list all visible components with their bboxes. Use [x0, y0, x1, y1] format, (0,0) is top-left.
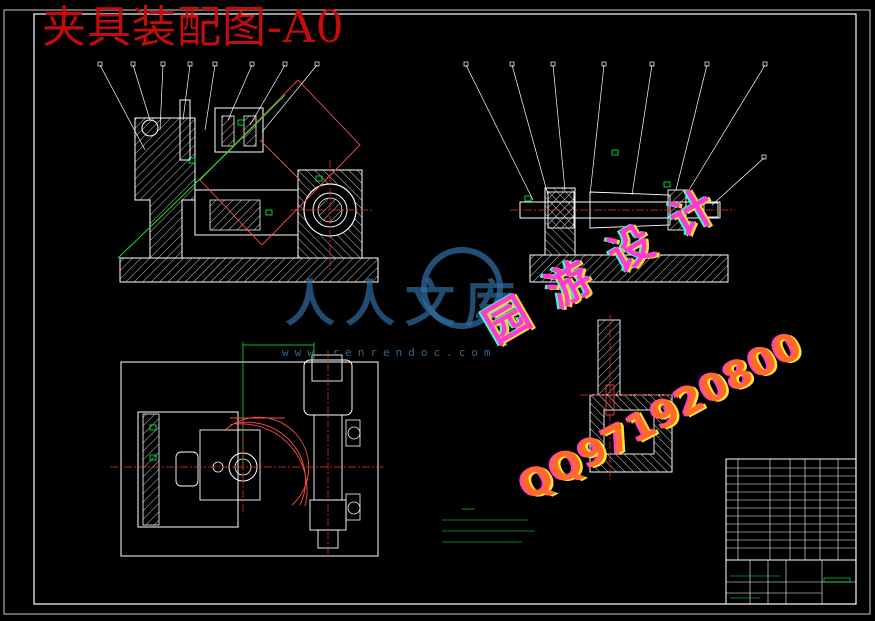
drawing-title: 夹具装配图-A0 [42, 2, 345, 53]
technical-notes [442, 508, 535, 543]
top-view [110, 342, 385, 557]
partial-section-view [580, 315, 680, 480]
title-block [725, 458, 857, 605]
front-section-view [97, 61, 379, 283]
side-view [463, 61, 768, 283]
watermark-brand: 人人文库 [285, 275, 525, 333]
watermark-logo-icon [421, 247, 503, 329]
drawing-frame [3, 9, 871, 615]
watermark-url: www.renrendoc.com [282, 346, 497, 359]
